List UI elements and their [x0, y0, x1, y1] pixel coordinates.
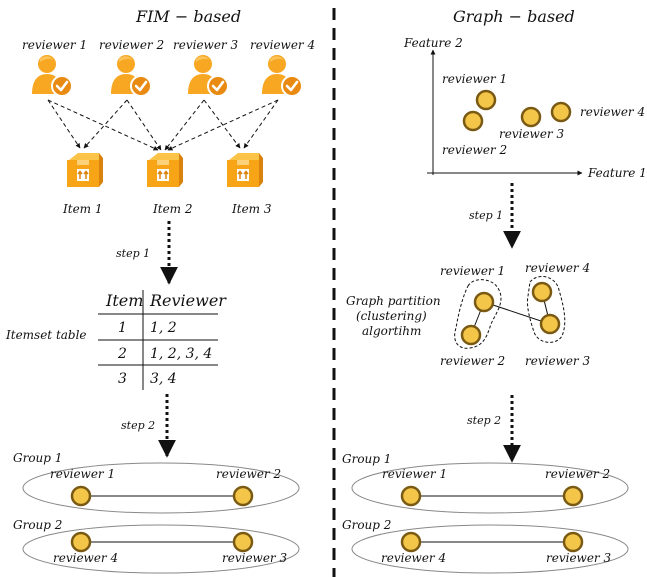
item-label: Item 1 — [62, 202, 103, 216]
left-step2-label: step 2 — [121, 419, 155, 432]
table-cell: 1 — [118, 320, 127, 336]
item-1-box-icon — [66, 152, 104, 188]
group-label: Group 1 — [13, 451, 62, 465]
table-cell: 3 — [118, 371, 127, 387]
reviewer-icons — [30, 53, 304, 98]
node-label: reviewer 2 — [216, 467, 281, 481]
item-2-box-icon — [146, 152, 184, 188]
table-cell: 2 — [117, 346, 127, 362]
reviewer-1-icon — [30, 53, 74, 98]
cluster-outline — [454, 279, 502, 349]
group-label: Group 2 — [13, 518, 62, 532]
algorithm-label: (clustering) — [356, 309, 427, 323]
itemset-table: Itemset table Item Reviewer 1 1, 2 2 1, … — [5, 290, 227, 390]
reviewer-node — [473, 291, 495, 313]
reviewer-node — [70, 531, 92, 553]
reviewer-labels: reviewer 1 reviewer 2 reviewer 3 reviewe… — [22, 38, 315, 52]
x-axis-label: Feature 1 — [587, 166, 647, 180]
reviewer-node — [462, 110, 484, 132]
left-step1-label: step 1 — [116, 247, 150, 260]
node-label: reviewer 2 — [442, 143, 507, 157]
algorithm-label: algortihm — [362, 324, 421, 338]
node-label: reviewer 3 — [546, 551, 611, 565]
y-axis-label: Feature 2 — [403, 36, 463, 50]
left-group-1: Group 1 reviewer 1 reviewer 2 — [13, 451, 300, 514]
reviewer-label: reviewer 2 — [99, 38, 164, 52]
item-label: Item 3 — [231, 202, 272, 216]
node-label: reviewer 4 — [53, 551, 118, 565]
node-label: reviewer 3 — [222, 551, 287, 565]
algorithm-label: Graph partition — [346, 294, 441, 308]
node-label: reviewer 3 — [499, 127, 564, 141]
node-label: reviewer 4 — [381, 551, 446, 565]
itemset-table-label: Itemset table — [5, 328, 87, 342]
table-header-item: Item — [105, 291, 143, 310]
reviewer-label: reviewer 3 — [173, 38, 238, 52]
node-label: reviewer 4 — [525, 261, 590, 275]
reviewer-node — [232, 531, 254, 553]
left-title: FIM − based — [135, 7, 241, 26]
node-label: reviewer 1 — [442, 72, 507, 86]
item-3-box-icon — [226, 152, 264, 188]
right-group-2: Group 2 reviewer 4 reviewer 3 — [342, 518, 629, 574]
item-icons — [66, 152, 264, 188]
reviewer-node — [400, 531, 422, 553]
right-step1-label: step 1 — [469, 209, 503, 222]
node-label: reviewer 2 — [440, 354, 505, 368]
graph-partition: reviewer 1 reviewer 4 reviewer 2 reviewe… — [346, 261, 590, 368]
reviewer-node — [562, 531, 584, 553]
node-label: reviewer 4 — [580, 105, 645, 119]
node-label: reviewer 1 — [382, 467, 447, 481]
left-group-2: Group 2 reviewer 4 reviewer 3 — [13, 518, 300, 574]
item-label: Item 2 — [152, 202, 193, 216]
table-cell: 3, 4 — [150, 371, 177, 387]
table-header-reviewer: Reviewer — [149, 291, 227, 310]
reviewer-node — [562, 485, 584, 507]
group-label: Group 1 — [342, 452, 391, 466]
reviewer-item-links — [47, 99, 279, 151]
reviewer-node — [539, 313, 561, 335]
reviewer-node — [400, 485, 422, 507]
reviewer-node — [232, 485, 254, 507]
reviewer-4-icon — [260, 53, 304, 98]
reviewer-3-icon — [186, 53, 230, 98]
right-title: Graph − based — [453, 7, 575, 26]
node-label: reviewer 1 — [50, 467, 115, 481]
right-step2-label: step 2 — [467, 414, 501, 427]
node-label: reviewer 1 — [440, 264, 505, 278]
cluster-outline — [527, 275, 566, 343]
reviewer-node — [550, 101, 572, 123]
reviewer-node — [520, 106, 542, 128]
feature-scatter: Feature 2 Feature 1 reviewer 1 reviewer … — [403, 36, 647, 180]
node-label: reviewer 3 — [525, 354, 590, 368]
reviewer-node — [475, 89, 497, 111]
reviewer-node — [70, 485, 92, 507]
group-label: Group 2 — [342, 518, 391, 532]
right-group-1: Group 1 reviewer 1 reviewer 2 — [342, 452, 629, 514]
reviewer-label: reviewer 1 — [22, 38, 87, 52]
table-cell: 1, 2, 3, 4 — [150, 346, 212, 362]
reviewer-label: reviewer 4 — [250, 38, 315, 52]
reviewer-2-icon — [109, 53, 153, 98]
node-label: reviewer 2 — [545, 467, 610, 481]
reviewer-node — [460, 324, 482, 346]
table-cell: 1, 2 — [150, 320, 177, 336]
reviewer-node — [531, 281, 553, 303]
